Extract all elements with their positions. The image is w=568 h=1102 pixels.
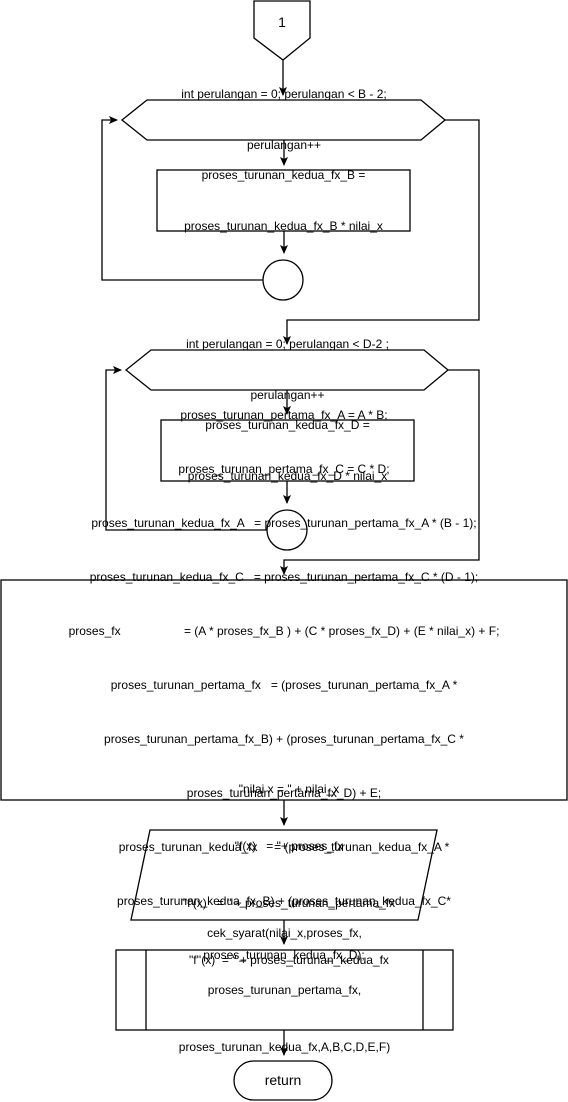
edge-loop2-back	[105, 366, 267, 531]
compute-line: proses_turunan_pertama_fx_D) + E;	[186, 786, 382, 800]
output-line: "f'(x) = " + proses_turunan_pertama_fx	[182, 896, 396, 910]
off-page-connector	[253, 0, 311, 61]
compute-line: proses_turunan_pertama_fx_B) + (proses_t…	[104, 732, 464, 746]
compute-block-text: proses_turunan_pertama_fx_A = A * B; pro…	[1, 408, 567, 962]
return-terminator	[233, 1060, 333, 1101]
compute-line: proses_turunan_kedua_fx_C = proses_turun…	[89, 570, 479, 584]
output-text: "nilai x = " + nilai_x "f(x) = "+ proses…	[146, 782, 432, 967]
output-parallelogram	[130, 829, 438, 921]
edge-loop2-exit	[280, 369, 480, 575]
loop-2-header-line-2: perulangan++	[250, 388, 325, 402]
subprocess-line: proses_turunan_kedua_fx,A,B,C,D,E,F)	[178, 1039, 391, 1054]
return-text: return	[234, 1061, 332, 1100]
connector-label: 1	[254, 4, 310, 40]
loop-1-header-line-1: int perulangan = 0; perulangan < B - 2;	[181, 87, 387, 101]
loop-1-header-line-2: perulangan++	[246, 138, 322, 152]
loop-2-header-text: int perulangan = 0; perulangan < D-2 ; p…	[151, 337, 424, 402]
loop-1-body-text: proses_turunan_kedua_fx_B = proses_turun…	[157, 167, 410, 233]
loop-2-body-text: proses_turunan_kedua_fx_D = proses_turun…	[161, 417, 414, 483]
loop-2-header-line-1: int perulangan = 0; perulangan < D-2 ;	[186, 337, 389, 351]
compute-line: proses_turunan_kedua_fx_A = proses_turun…	[91, 516, 477, 530]
compute-line: proses_turunan_pertama_fx_C = C * D;	[178, 462, 390, 476]
loop-2-body-line-2: proses_turunan_kedua_fx_D * nilai_x	[187, 468, 388, 483]
loop-1-body-process	[156, 169, 411, 232]
compute-process-block	[0, 579, 568, 801]
output-line: "nilai x = " + nilai_x	[238, 782, 340, 796]
compute-line: proses_turunan_pertama_fx_A = A * B;	[180, 408, 388, 422]
edge-loop1-exit	[283, 119, 480, 345]
output-line: "f''(x) = " + proses_turunan_kedua_fx	[189, 953, 389, 967]
loop-1-header-text: int perulangan = 0; perulangan < B - 2; …	[147, 87, 421, 152]
return-label: return	[264, 1072, 302, 1088]
subprocess-text: cek_syarat(nilai_x,proses_fx, proses_tur…	[146, 926, 423, 1054]
loop-2-body-line-1: proses_turunan_kedua_fx_D =	[205, 417, 370, 432]
output-line: "f(x) = "+ proses_fx	[234, 839, 344, 853]
connector-number: 1	[278, 13, 286, 30]
loop-1-body-line-2: proses_turunan_kedua_fx_B * nilai_x	[184, 218, 383, 233]
compute-line: proses_turunan_pertama_fx = (proses_turu…	[110, 678, 458, 692]
compute-line: proses_turunan_kedua_fx_B) + (proses_tur…	[117, 894, 451, 908]
subprocess-line: proses_turunan_pertama_fx,	[207, 982, 362, 997]
loop-2-body-process	[160, 419, 415, 482]
compute-line: proses_fx = (A * proses_fx_B ) + (C * pr…	[68, 624, 500, 638]
loop-1-body-line-1: proses_turunan_kedua_fx_B =	[201, 167, 366, 182]
compute-line: proses_turunan_kedua_fx = (proses_turuna…	[118, 840, 450, 854]
subprocess-line: cek_syarat(nilai_x,proses_fx,	[207, 925, 362, 940]
compute-line: proses_turunan_kedua_fx_D);	[203, 948, 365, 962]
edge-loop1-back	[101, 116, 263, 281]
